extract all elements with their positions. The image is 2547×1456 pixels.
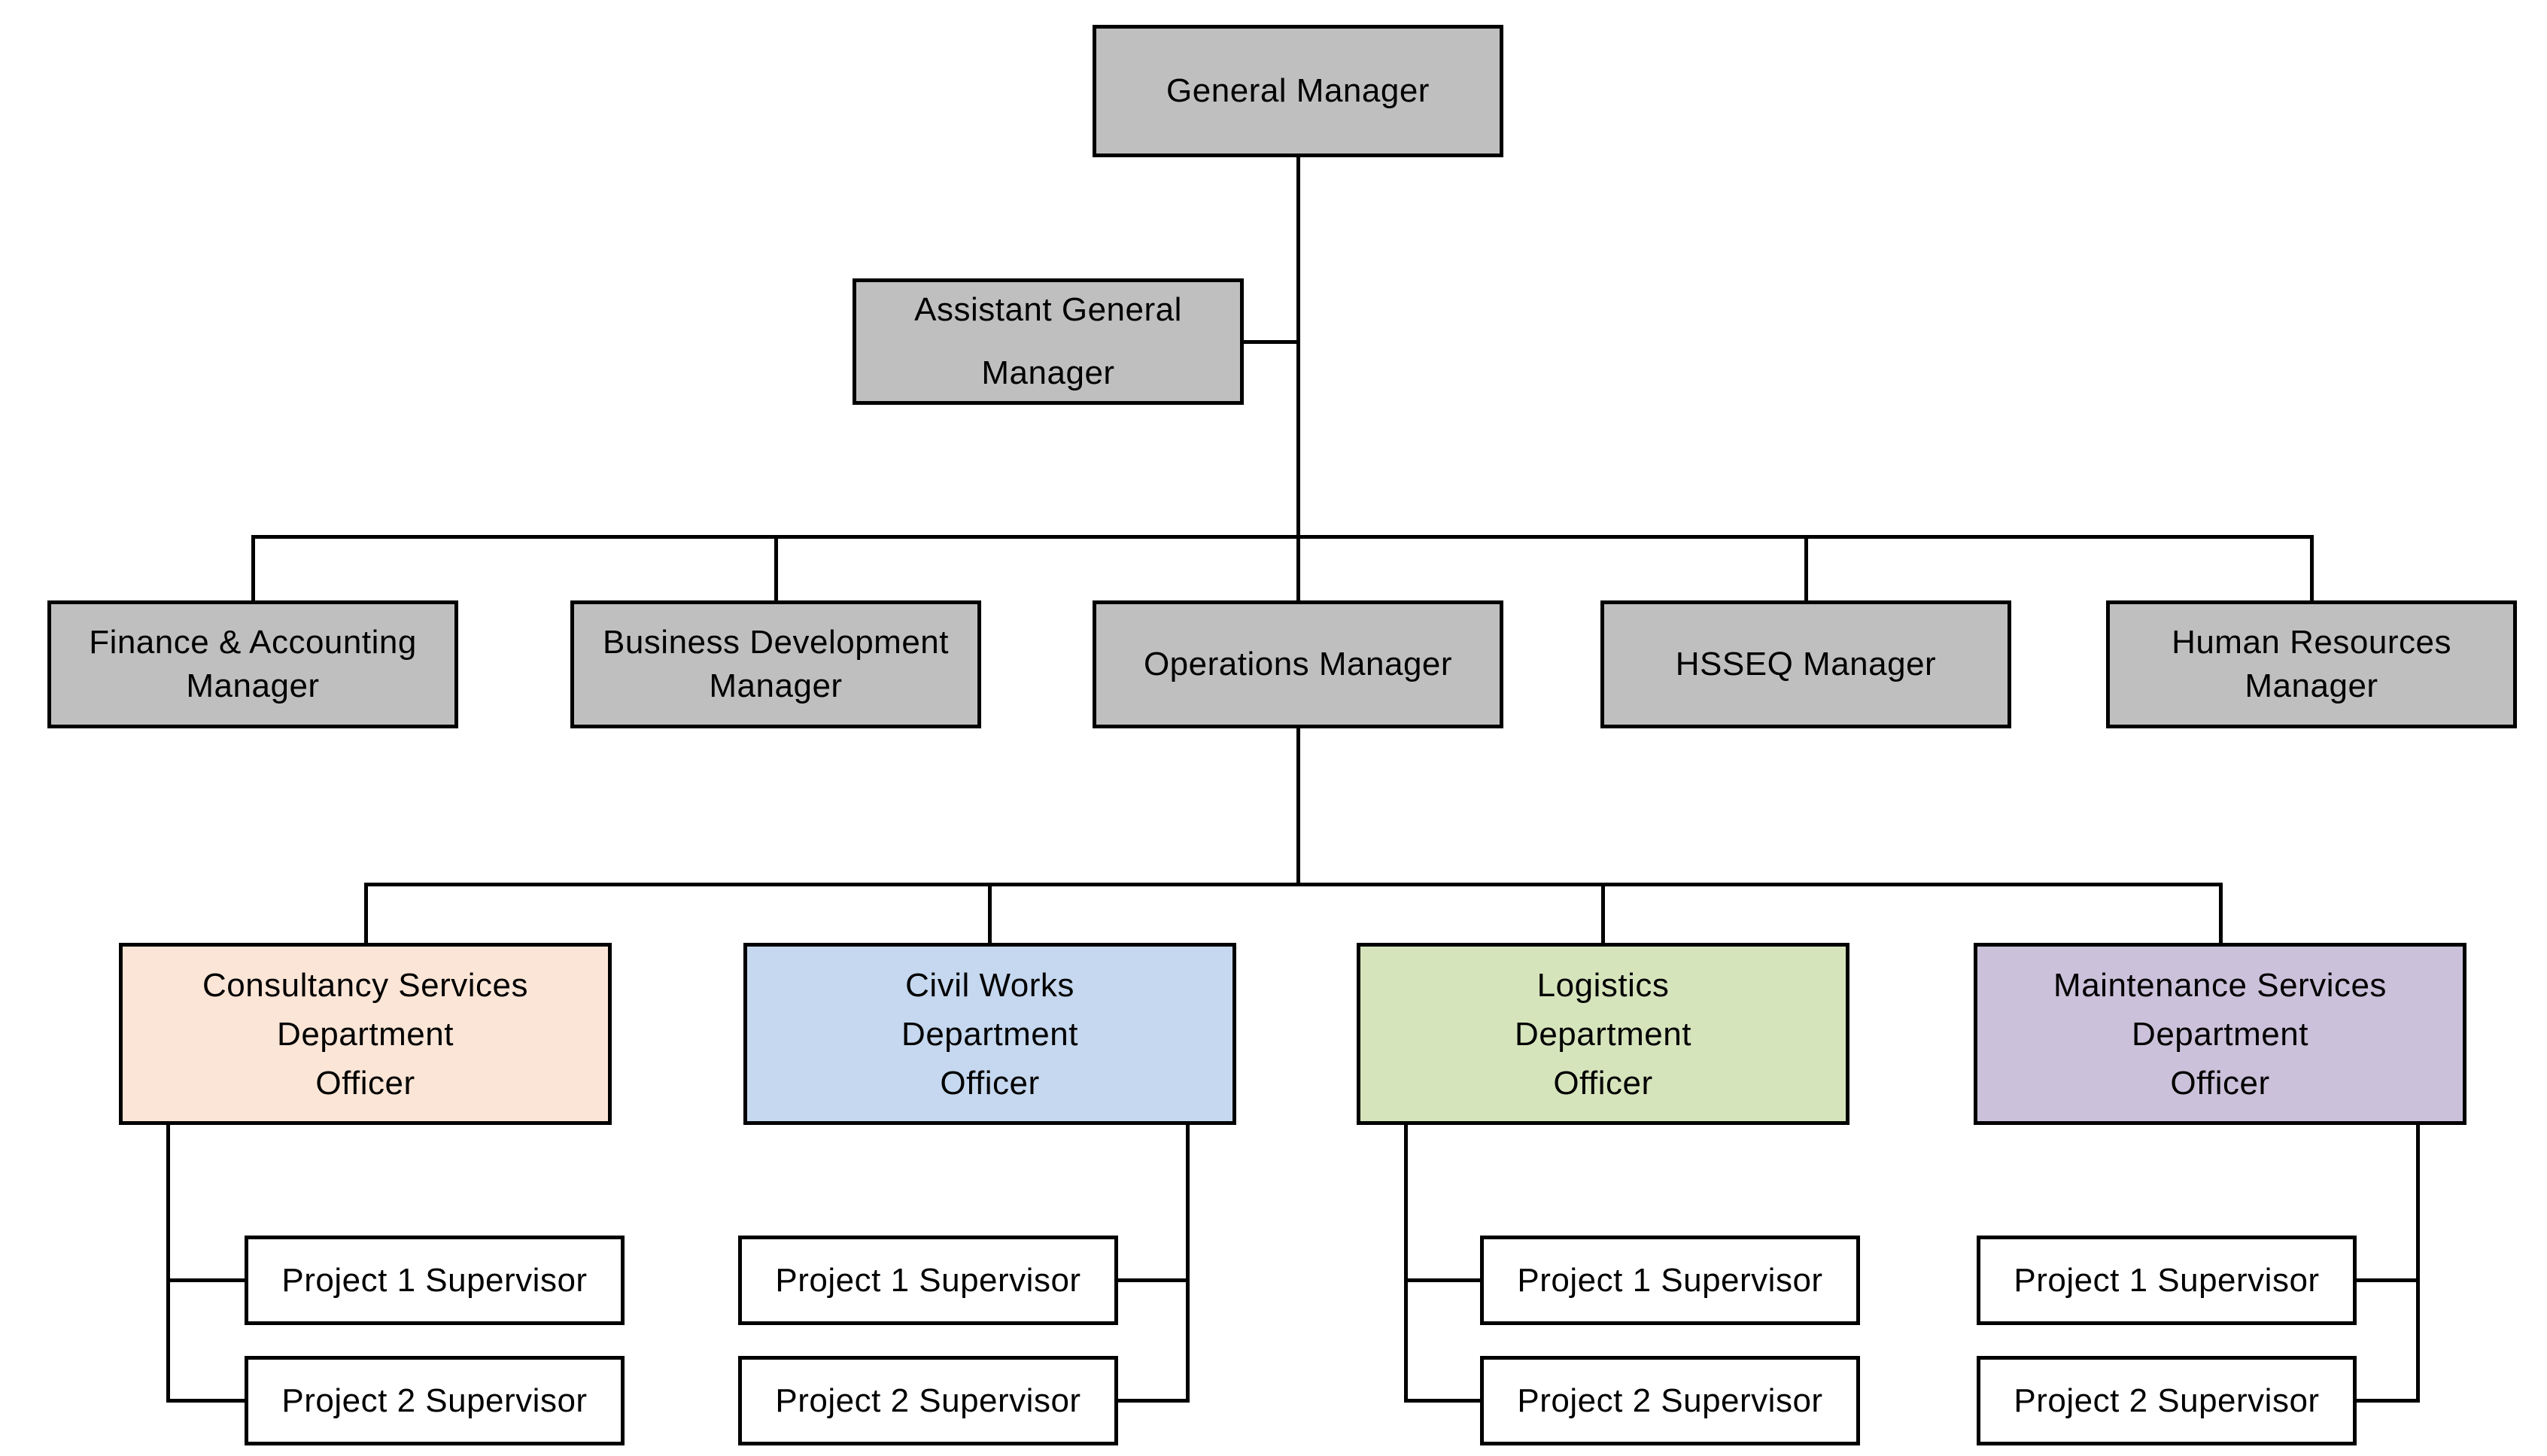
connector-hsseq-drop [1804,535,1808,600]
operations-manager-box: Operations Manager [1093,600,1503,728]
general-manager-label-line-1: General Manager [1166,72,1430,109]
connector-civil-works-ladder [1186,1125,1190,1403]
consultancy-project-2-supervisor-box: Project 2 Supervisor [245,1356,625,1445]
connector-level2-horizontal [251,535,2314,539]
connector-gm-to-level2-vertical [1296,157,1300,600]
civil-works-project-1-supervisor-label-line-1: Project 1 Supervisor [775,1261,1081,1299]
connector-logistics-stub-1 [1404,1278,1480,1282]
logistics-project-1-supervisor-box: Project 1 Supervisor [1480,1236,1860,1325]
civil-works-project-2-supervisor-label-line-1: Project 2 Supervisor [775,1382,1081,1419]
consultancy-services-department-officer-label-line-3: Officer [315,1064,415,1102]
connector-logistics-ladder [1404,1125,1408,1403]
connector-dept-horizontal [364,883,2223,886]
connector-maintenance-stub-2 [2357,1399,2420,1403]
consultancy-services-department-officer-label-line-2: Department [277,1015,454,1053]
consultancy-services-department-officer-label-line-1: Consultancy Services [202,966,529,1004]
connector-logistics-stub-2 [1404,1399,1480,1403]
connector-civil-works-drop [988,883,992,943]
connector-consultancy-stub-1 [166,1278,245,1282]
connector-consultancy-drop [364,883,368,943]
civil-works-department-officer-label-line-2: Department [901,1015,1078,1053]
connector-business-development-drop [774,535,778,600]
connector-logistics-drop [1601,883,1605,943]
connector-civil-works-stub-2 [1118,1399,1190,1403]
logistics-project-2-supervisor-box: Project 2 Supervisor [1480,1356,1860,1445]
maintenance-services-department-officer-label-line-2: Department [2132,1015,2308,1053]
connector-operations-to-dept-vertical [1296,728,1300,884]
general-manager-box: General Manager [1093,25,1503,157]
assistant-general-manager-label-line-1: Assistant General [914,291,1182,328]
hsseq-manager-box: HSSEQ Manager [1600,600,2011,728]
logistics-department-officer-label-line-1: Logistics [1536,966,1670,1004]
maintenance-services-department-officer-label-line-3: Officer [2170,1064,2270,1102]
maintenance-project-1-supervisor-label-line-1: Project 1 Supervisor [2014,1261,2320,1299]
finance-accounting-manager-label-line-1: Finance & Accounting [89,624,417,661]
civil-works-project-1-supervisor-box: Project 1 Supervisor [738,1236,1118,1325]
connector-maintenance-ladder [2416,1125,2420,1403]
business-development-manager-label-line-2: Manager [709,667,843,704]
logistics-department-officer-label-line-3: Officer [1553,1064,1653,1102]
connector-civil-works-stub-1 [1118,1278,1190,1282]
maintenance-services-department-officer-label-line-1: Maintenance Services [2053,966,2387,1004]
connector-finance-drop [251,535,255,600]
logistics-department-officer-label-line-2: Department [1515,1015,1691,1053]
consultancy-project-1-supervisor-box: Project 1 Supervisor [245,1236,625,1325]
civil-works-project-2-supervisor-box: Project 2 Supervisor [738,1356,1118,1445]
operations-manager-label-line-1: Operations Manager [1143,646,1453,682]
connector-consultancy-ladder [166,1125,170,1403]
maintenance-project-2-supervisor-box: Project 2 Supervisor [1977,1356,2357,1445]
connector-human-resources-drop [2310,535,2314,600]
civil-works-department-officer-label-line-1: Civil Works [905,966,1074,1004]
human-resources-manager-label-line-2: Manager [2245,667,2378,704]
finance-accounting-manager-label-line-2: Manager [186,667,320,704]
connector-agm-stub [1244,340,1298,344]
maintenance-project-2-supervisor-label-line-1: Project 2 Supervisor [2014,1382,2320,1419]
hsseq-manager-label-line-1: HSSEQ Manager [1675,646,1937,682]
consultancy-project-2-supervisor-label-line-1: Project 2 Supervisor [281,1382,588,1419]
business-development-manager-label-line-1: Business Development [602,624,949,661]
connector-maintenance-drop [2219,883,2223,943]
assistant-general-manager-label-line-2: Manager [981,354,1115,391]
logistics-project-1-supervisor-label-line-1: Project 1 Supervisor [1517,1261,1823,1299]
consultancy-project-1-supervisor-label-line-1: Project 1 Supervisor [281,1261,588,1299]
logistics-project-2-supervisor-label-line-1: Project 2 Supervisor [1517,1382,1823,1419]
maintenance-project-1-supervisor-box: Project 1 Supervisor [1977,1236,2357,1325]
connector-consultancy-stub-2 [166,1399,245,1403]
human-resources-manager-label-line-1: Human Resources [2172,624,2451,661]
connector-maintenance-stub-1 [2357,1278,2420,1282]
civil-works-department-officer-label-line-3: Officer [940,1064,1040,1102]
